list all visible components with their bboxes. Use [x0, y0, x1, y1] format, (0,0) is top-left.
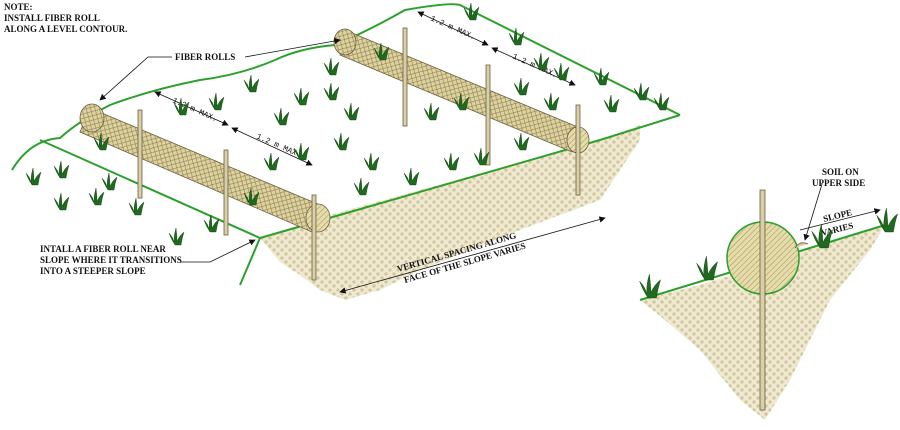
stake — [575, 104, 581, 196]
dimension-label-2: 1.2 m MAX. — [255, 133, 303, 161]
upper-ground-line — [11, 3, 681, 171]
grass-tuft — [593, 67, 610, 86]
fiber-rolls-label: FIBER ROLLS — [175, 52, 235, 62]
grass-tuft — [343, 102, 360, 121]
grass-tuft — [513, 132, 530, 151]
grass-tuft — [53, 192, 70, 211]
grass-tuft — [513, 77, 530, 96]
grass-tuft — [403, 167, 420, 186]
install-line-2: SLOPE WHERE IT TRANSITIONS — [40, 255, 182, 265]
detail-cross-section — [639, 189, 886, 420]
grass-tuft — [128, 197, 145, 216]
grass-tuft — [101, 172, 118, 191]
grass-tuft — [263, 152, 280, 171]
grass-tuft — [553, 62, 570, 81]
grass-tuft — [463, 2, 480, 21]
grass-tuft — [653, 92, 670, 111]
install-line-3: INTO A STEEPER SLOPE — [40, 266, 146, 276]
grass-tuft — [293, 142, 310, 161]
stake — [402, 27, 408, 127]
dimension-lines — [154, 11, 606, 294]
stake — [311, 194, 317, 281]
grass-tuft — [639, 274, 661, 299]
stake — [485, 64, 491, 166]
dimension-label-4: 1.2 m MAX. — [511, 53, 559, 81]
grass-tuft — [208, 92, 225, 111]
grass-tuft — [603, 94, 620, 113]
grass-tuft — [243, 74, 260, 93]
grass-tuft — [293, 87, 310, 106]
grass-tuft — [696, 256, 718, 281]
grass-tuft — [323, 57, 340, 76]
grass-tuft — [203, 214, 220, 233]
grass-tuft — [633, 82, 650, 101]
grass-tuft — [243, 187, 260, 206]
grass-tuft — [373, 42, 390, 61]
detail-stake — [759, 189, 766, 411]
grass-tuft — [543, 92, 560, 111]
stakes-main — [137, 27, 581, 281]
grass-tuft — [443, 152, 460, 171]
plants-main — [25, 2, 670, 246]
install-line-1: INTALL A FIBER ROLL NEAR — [40, 244, 166, 254]
fiber-roll-back — [333, 28, 590, 154]
grass-tuft — [533, 52, 550, 71]
grass-tuft — [508, 27, 525, 46]
soil-on-line-1: SOIL ON — [822, 167, 859, 177]
grass-tuft — [473, 147, 490, 166]
stake — [223, 149, 229, 236]
stake — [137, 109, 143, 199]
grass-tuft — [323, 82, 340, 101]
right-ground-edge — [599, 114, 681, 141]
soil-on-line-2: UPPER SIDE — [812, 178, 865, 188]
plants-detail — [639, 208, 898, 299]
grass-tuft — [168, 227, 185, 246]
note-line-1: INSTALL FIBER ROLL — [4, 13, 100, 23]
grass-tuft — [88, 187, 105, 206]
grass-tuft — [811, 224, 833, 249]
grass-tuft — [273, 107, 290, 126]
grass-tuft — [453, 92, 470, 111]
note-line-2: ALONG A LEVEL CONTOUR. — [4, 24, 127, 34]
grass-tuft — [876, 208, 898, 233]
note-title: NOTE: — [4, 2, 33, 12]
grass-tuft — [423, 102, 440, 121]
grass-tuft — [353, 177, 370, 196]
grass-tuft — [53, 160, 70, 179]
grass-tuft — [93, 132, 110, 151]
grass-tuft — [25, 167, 42, 186]
grass-tuft — [333, 132, 350, 151]
grass-tuft — [363, 152, 380, 171]
grass-tuft — [173, 97, 190, 116]
